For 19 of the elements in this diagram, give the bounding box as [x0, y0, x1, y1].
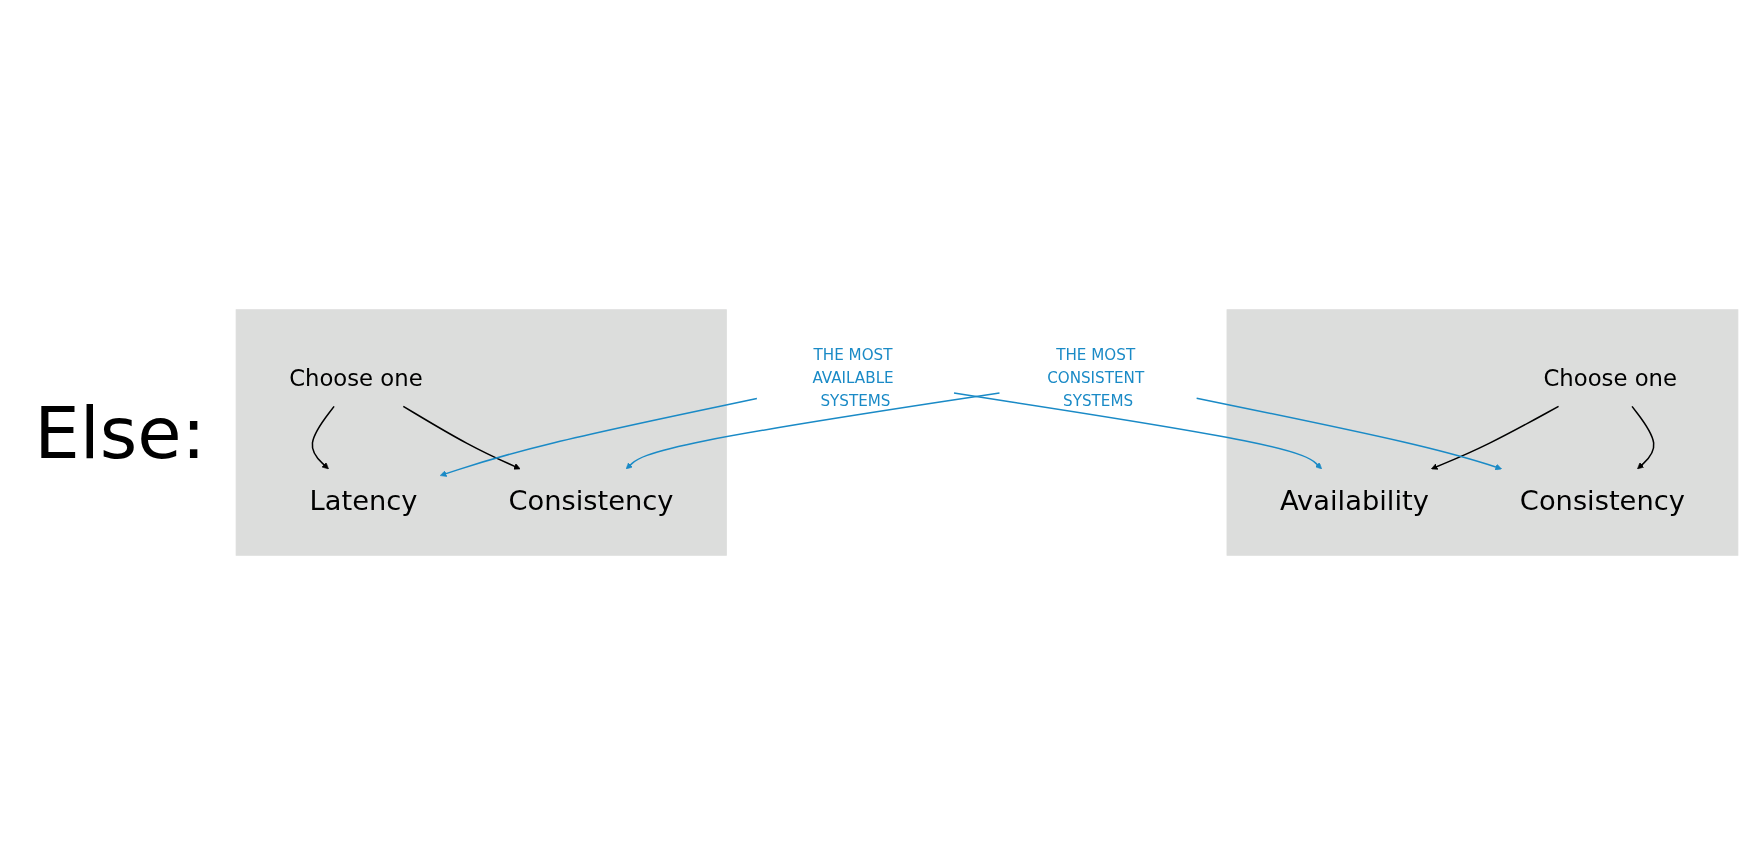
- arrow: [953, 392, 1322, 470]
- node-text: Choose one: [289, 364, 423, 392]
- arrow: [1431, 405, 1560, 470]
- cluster: [1226, 309, 1739, 556]
- arrow: [439, 397, 758, 477]
- arrow: [1631, 405, 1655, 470]
- node-text: Choose one: [1543, 364, 1677, 392]
- node-text: Consistency: [508, 484, 674, 516]
- node-text: Availability: [1280, 484, 1429, 516]
- note-text: Else:: [34, 390, 206, 475]
- node-text: THE MOST AVAILABLE SYSTEMS: [812, 346, 894, 410]
- cluster: [235, 309, 727, 556]
- arrow: [311, 405, 335, 470]
- node-text: Consistency: [1519, 484, 1685, 516]
- arrow: [1195, 397, 1502, 471]
- arrow: [625, 392, 1001, 470]
- node-text: Latency: [309, 484, 418, 516]
- arrow: [402, 405, 521, 470]
- node-text: THE MOST CONSISTENT SYSTEMS: [1047, 346, 1145, 410]
